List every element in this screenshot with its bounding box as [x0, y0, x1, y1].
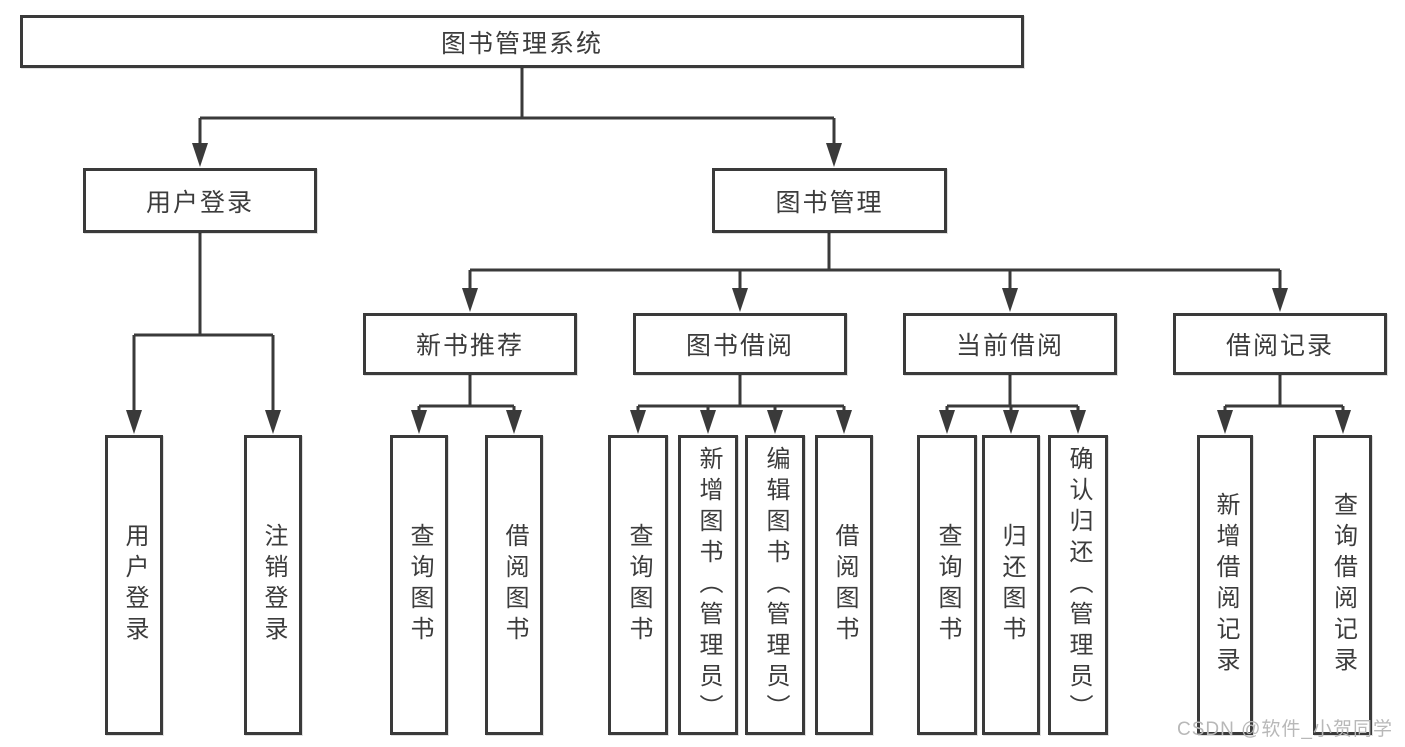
arrow-heads — [126, 143, 1351, 434]
node-label: 归还图书 — [998, 523, 1025, 647]
leaf-add-books-admin: 新增图书（管理员） — [678, 435, 738, 735]
node-label: 查询图书 — [934, 523, 961, 647]
node-label: 查询图书 — [406, 523, 433, 647]
leaf-user-login: 用户登录 — [105, 435, 163, 735]
node-current-borrowing: 当前借阅 — [903, 313, 1117, 375]
leaf-return-books: 归还图书 — [982, 435, 1040, 735]
node-user-login: 用户登录 — [83, 168, 317, 233]
node-label: 借阅记录 — [1225, 332, 1334, 360]
node-new-book-recommend: 新书推荐 — [363, 313, 577, 375]
node-label: 确认归还（管理员） — [1065, 445, 1092, 725]
leaf-borrowing-query-books: 查询图书 — [608, 435, 668, 735]
leaf-query-borrow-record: 查询借阅记录 — [1313, 435, 1372, 735]
node-label: 注销登录 — [260, 523, 287, 647]
node-label: 新增图书（管理员） — [695, 445, 722, 725]
node-label: 新增借阅记录 — [1212, 492, 1239, 678]
leaf-logout: 注销登录 — [244, 435, 302, 735]
node-label: 查询借阅记录 — [1329, 492, 1357, 678]
node-label: 图书借阅 — [685, 332, 794, 360]
leaf-add-borrow-record: 新增借阅记录 — [1197, 435, 1253, 735]
node-label: 借阅图书 — [831, 523, 858, 647]
leaf-recommend-query-books: 查询图书 — [390, 435, 448, 735]
leaf-current-query-books: 查询图书 — [917, 435, 977, 735]
node-label: 编辑图书（管理员） — [762, 445, 789, 725]
node-label: 当前借阅 — [955, 332, 1064, 360]
node-label: 用户登录 — [121, 523, 148, 647]
node-book-borrowing: 图书借阅 — [633, 313, 847, 375]
node-label: 用户登录 — [145, 188, 254, 217]
csdn-watermark: CSDN @软件_小贺同学 — [1177, 719, 1393, 740]
node-label: 图书管理 — [775, 188, 884, 217]
node-label: 图书管理系统 — [440, 29, 603, 58]
node-label: 借阅图书 — [501, 523, 528, 647]
node-label: 查询图书 — [625, 523, 652, 647]
leaf-recommend-borrow-books: 借阅图书 — [485, 435, 543, 735]
leaf-borrowing-borrow-books: 借阅图书 — [815, 435, 873, 735]
node-borrowing-records: 借阅记录 — [1173, 313, 1387, 375]
leaf-edit-books-admin: 编辑图书（管理员） — [745, 435, 805, 735]
node-label: 新书推荐 — [415, 332, 524, 360]
node-library-management-system: 图书管理系统 — [20, 15, 1024, 68]
leaf-confirm-return-admin: 确认归还（管理员） — [1048, 435, 1108, 735]
node-book-management: 图书管理 — [712, 168, 947, 233]
